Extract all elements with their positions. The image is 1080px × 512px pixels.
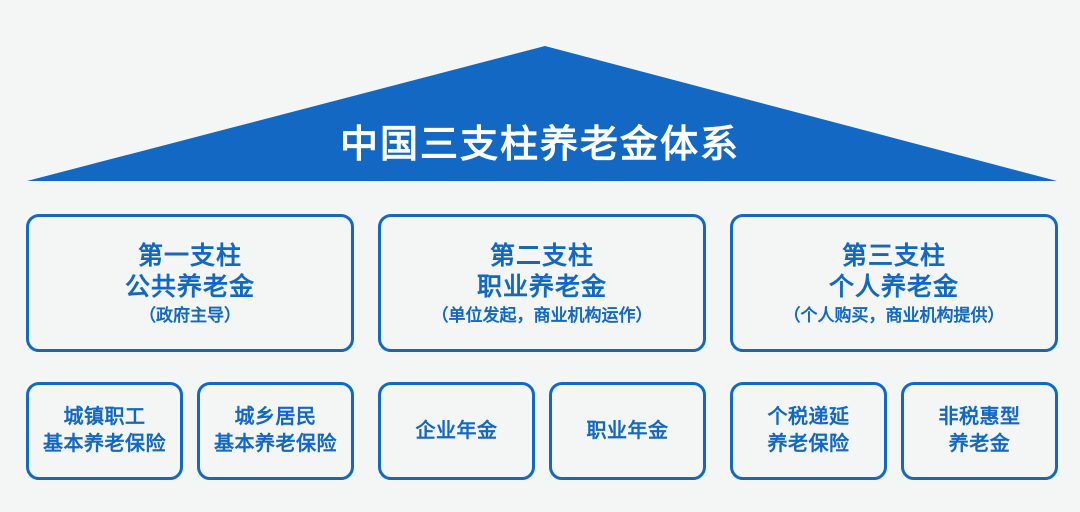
- pillar-two-subtitle: 职业养老金: [476, 272, 607, 301]
- pillar-row: 第一支柱 公共养老金 （政府主导） 第二支柱 职业养老金 （单位发起，商业机构运…: [26, 214, 1058, 352]
- product-line-2: 基本养老保险: [43, 433, 166, 455]
- product-line-1: 非税惠型: [938, 406, 1021, 428]
- product-line-1: 城镇职工: [63, 406, 146, 428]
- pillar-one-title: 第一支柱: [137, 241, 242, 270]
- pillar-one-products: 城镇职工 基本养老保险 城乡居民 基本养老保险: [26, 382, 354, 480]
- product-card-urban-rural-resident-basic-pension[interactable]: 城乡居民 基本养老保险: [197, 382, 354, 480]
- pillar-three-note: （个人购买，商业机构提供）: [783, 305, 1005, 325]
- product-line-1: 企业年金: [415, 419, 498, 442]
- product-card-enterprise-annuity[interactable]: 企业年金: [378, 382, 535, 480]
- product-card-non-tax-advantaged-pension[interactable]: 非税惠型 养老金: [901, 382, 1058, 480]
- roof-triangle-icon: [27, 46, 1057, 181]
- pillar-three-products: 个税递延 养老保险 非税惠型 养老金: [730, 382, 1058, 480]
- sub-product-row: 城镇职工 基本养老保险 城乡居民 基本养老保险 企业年金 职业年金 个税递延 养…: [26, 382, 1058, 480]
- product-line-1: 个税递延: [767, 406, 850, 428]
- product-line-2: 养老保险: [767, 433, 850, 455]
- pillar-two-note: （单位发起，商业机构运作）: [431, 305, 653, 325]
- pillar-card-two[interactable]: 第二支柱 职业养老金 （单位发起，商业机构运作）: [378, 214, 706, 352]
- product-line-1: 城乡居民: [234, 406, 317, 428]
- product-card-occupational-annuity[interactable]: 职业年金: [549, 382, 706, 480]
- pillar-one-subtitle: 公共养老金: [124, 272, 255, 301]
- pillar-card-three[interactable]: 第三支柱 个人养老金 （个人购买，商业机构提供）: [730, 214, 1058, 352]
- pillar-two-products: 企业年金 职业年金: [378, 382, 706, 480]
- pillar-three-subtitle: 个人养老金: [828, 272, 959, 301]
- product-line-2: 基本养老保险: [214, 433, 337, 455]
- product-line-2: 养老金: [948, 433, 1011, 455]
- pillar-one-note: （政府主导）: [139, 305, 241, 325]
- product-card-tax-deferred-pension-insurance[interactable]: 个税递延 养老保险: [730, 382, 887, 480]
- pillar-card-one[interactable]: 第一支柱 公共养老金 （政府主导）: [26, 214, 354, 352]
- roof-shape: 中国三支柱养老金体系: [0, 0, 1080, 190]
- product-line-1: 职业年金: [586, 419, 669, 442]
- pillar-two-title: 第二支柱: [489, 241, 594, 270]
- page-title: 中国三支柱养老金体系: [339, 124, 740, 166]
- product-card-urban-employee-basic-pension[interactable]: 城镇职工 基本养老保险: [26, 382, 183, 480]
- pillar-three-title: 第三支柱: [841, 241, 946, 270]
